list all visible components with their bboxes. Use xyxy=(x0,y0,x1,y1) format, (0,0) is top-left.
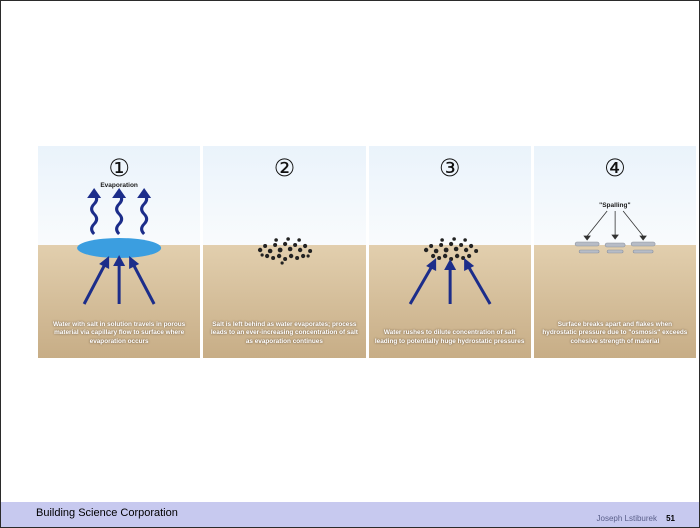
step-number: ① xyxy=(108,154,130,182)
step-caption: Water with salt in solution travels in p… xyxy=(53,321,186,345)
air-region xyxy=(368,146,531,245)
air-region xyxy=(203,146,366,245)
panel-2: ② Salt is left behind as water evaporate… xyxy=(203,146,366,358)
pressure-arrowhead-middle xyxy=(443,259,456,270)
spalling-label: "Spalling" xyxy=(599,202,631,209)
porous-material-region xyxy=(203,245,366,358)
step-caption: Salt is left behind as water evaporates;… xyxy=(210,321,358,345)
water-surface-pool xyxy=(77,238,162,258)
wavy-arrowhead-left xyxy=(87,188,102,198)
porous-material-region xyxy=(533,245,696,358)
step-number: ② xyxy=(273,154,296,182)
panel-3: ③ Water rushes to dilute concentration o… xyxy=(368,146,531,358)
step-caption: Water rushes to dilute concentration of … xyxy=(374,329,525,345)
evaporation-illustration xyxy=(77,188,162,305)
pressure-arrow-right xyxy=(466,265,491,305)
wavy-arrow-middle xyxy=(115,192,124,236)
panel-1: ① Evaporation Water with salt in solutio… xyxy=(38,146,201,358)
wavy-arrow-right xyxy=(140,192,149,236)
wavy-arrowhead-middle xyxy=(112,188,127,198)
step-caption: Surface breaks apart and flakes when hyd… xyxy=(542,321,688,345)
salt-deposit-illustration xyxy=(258,237,313,265)
panel-4: ④ "Spalling" Surface breaks apart and fl… xyxy=(533,146,696,358)
wavy-arrowhead-right xyxy=(137,188,152,198)
salt-crystal-cluster xyxy=(258,237,313,265)
hydrostatic-pressure-illustration xyxy=(408,237,491,305)
capillary-arrowhead-right xyxy=(129,256,140,269)
salt-spalling-diagram: ① Evaporation Water with salt in solutio… xyxy=(38,146,696,358)
step-number: ④ xyxy=(604,154,626,182)
spalled-flakes xyxy=(574,241,656,254)
step-number: ③ xyxy=(438,154,461,182)
pressure-arrowhead-right xyxy=(463,258,474,271)
evaporation-label: Evaporation xyxy=(100,182,138,189)
pointer-lines xyxy=(583,210,647,241)
pressure-arrow-left xyxy=(408,265,433,305)
capillary-arrow-left xyxy=(82,263,107,305)
company-name: Building Science Corporation xyxy=(36,507,178,519)
pressure-arrowhead-left xyxy=(425,258,436,271)
capillary-arrowhead-left xyxy=(99,256,110,269)
author-name: Joseph Lstiburek xyxy=(596,514,657,523)
spalling-illustration xyxy=(574,210,656,254)
wavy-arrow-left xyxy=(90,192,99,236)
salt-crystal-cluster xyxy=(423,237,478,261)
capillary-arrow-right xyxy=(131,263,156,305)
capillary-arrowhead-middle xyxy=(113,255,126,266)
page-number: 51 xyxy=(666,514,675,523)
footer-bar: Building Science Corporation Joseph Lsti… xyxy=(1,502,699,527)
